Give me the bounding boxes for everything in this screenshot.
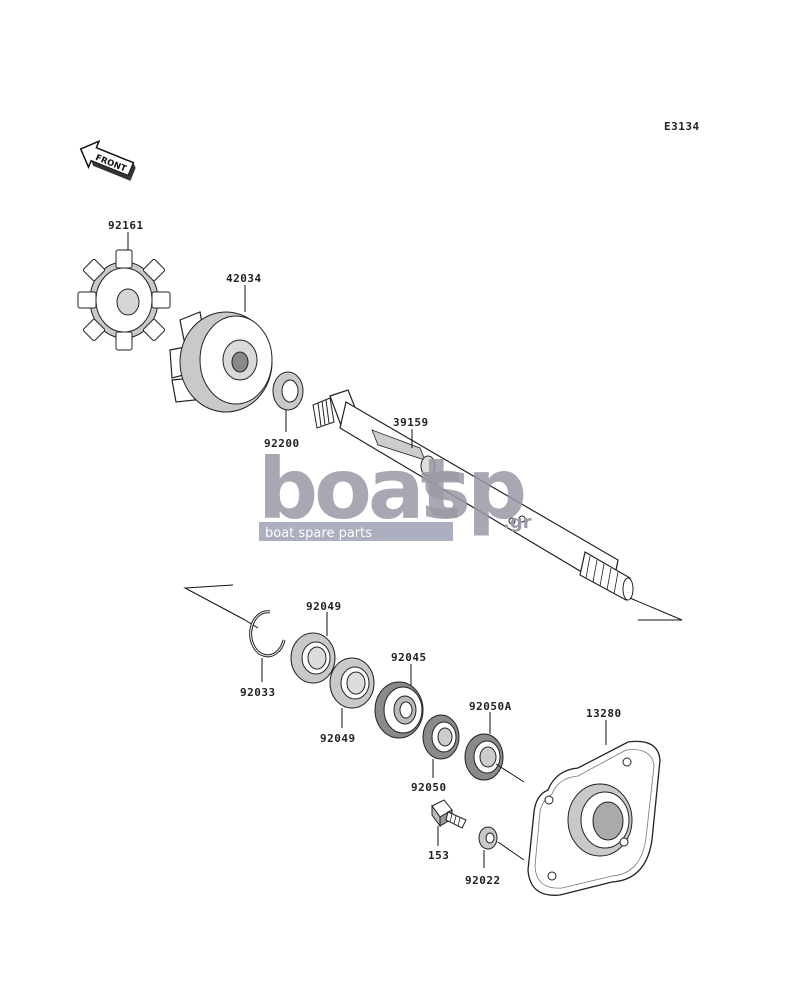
label-92161: 92161	[108, 219, 144, 232]
housing-plate-part[interactable]	[527, 720, 661, 896]
diagram-code: E3134	[664, 120, 700, 133]
watermark-logo: boat sp .gr boat spare parts	[258, 440, 532, 541]
bearing-part[interactable]	[374, 664, 424, 739]
svg-text:sp: sp	[421, 440, 524, 538]
damper-part[interactable]	[77, 232, 171, 351]
label-153: 153	[428, 849, 449, 862]
bolt-part[interactable]	[431, 799, 467, 846]
coupling-part[interactable]	[169, 285, 273, 413]
svg-text:.gr: .gr	[503, 512, 532, 533]
label-13280: 13280	[586, 707, 622, 720]
seal-lower-part[interactable]	[329, 657, 375, 728]
label-92022: 92022	[465, 874, 501, 887]
label-42034: 42034	[226, 272, 262, 285]
watermark-tagline: boat spare parts	[265, 526, 372, 541]
axis-arrow-left	[183, 584, 246, 621]
label-92049-lower: 92049	[320, 732, 356, 745]
label-92050: 92050	[411, 781, 447, 794]
label-92050a: 92050A	[469, 700, 512, 713]
label-92045: 92045	[391, 651, 427, 664]
seal-small-part[interactable]	[422, 714, 460, 778]
circlip-part[interactable]	[249, 610, 286, 682]
front-arrow-icon: FRONT	[79, 139, 136, 181]
seal-a-part[interactable]	[464, 712, 525, 783]
seal-upper-part[interactable]	[290, 612, 336, 684]
drive-shaft-part[interactable]	[312, 389, 634, 601]
axis-arrow-right	[629, 597, 683, 621]
svg-text:boat: boat	[258, 440, 460, 538]
washer-part[interactable]	[272, 371, 304, 432]
label-92033: 92033	[240, 686, 276, 699]
label-92200: 92200	[264, 437, 300, 450]
washer-small-part[interactable]	[478, 826, 525, 868]
label-92049-upper: 92049	[306, 600, 342, 613]
label-39159: 39159	[393, 416, 429, 429]
